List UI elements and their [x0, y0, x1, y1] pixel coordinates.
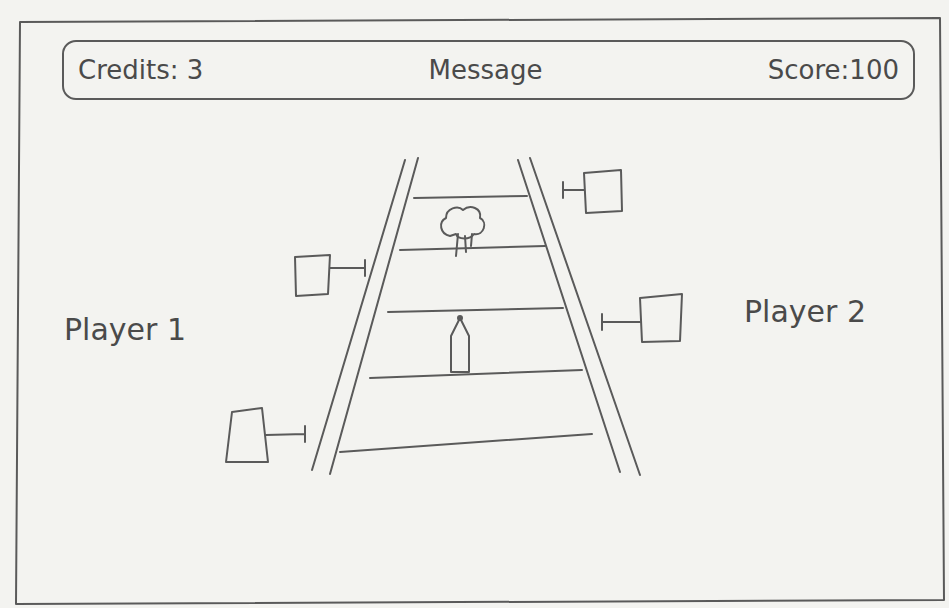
- trackside-sign: [602, 294, 682, 342]
- trackside-sign: [563, 170, 622, 213]
- track-tie: [400, 246, 545, 250]
- rail: [530, 158, 640, 475]
- hud-text: Score:100: [768, 55, 899, 85]
- track-tie: [340, 434, 592, 452]
- status-bar: Credits: 3 Message Score:100: [62, 40, 915, 100]
- trackside-sign: [295, 255, 365, 296]
- track-tie: [370, 370, 582, 378]
- player-label: Player 2: [744, 294, 866, 329]
- trackside-sign: [226, 408, 305, 462]
- player-car: [451, 318, 469, 372]
- hud-text: Credits: 3: [78, 55, 203, 85]
- tree-obstacle: [441, 207, 484, 256]
- player-car: [458, 316, 462, 320]
- rail: [330, 158, 418, 474]
- screen-frame: [16, 18, 944, 604]
- track-tie: [388, 308, 563, 312]
- hud-text: Message: [429, 55, 543, 85]
- rail: [312, 160, 405, 470]
- rail: [518, 160, 620, 472]
- player-label: Player 1: [64, 312, 186, 347]
- track-tie: [414, 196, 527, 198]
